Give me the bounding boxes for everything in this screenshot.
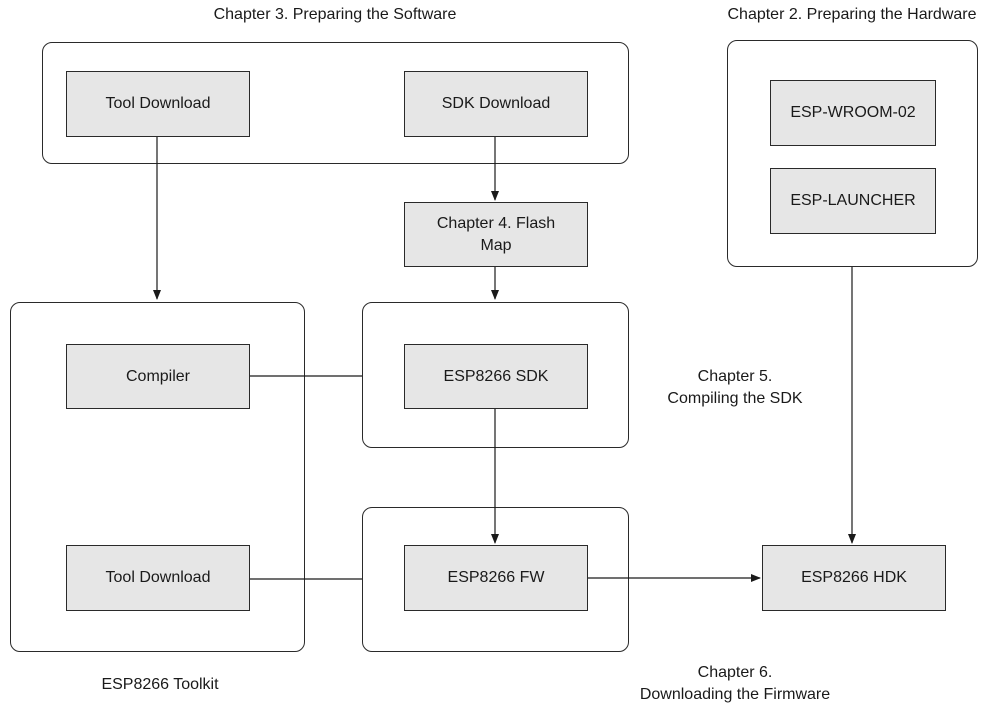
compile-chapter-line2: Compiling the SDK [667,390,803,407]
software-chapter-label: Chapter 3. Preparing the Software [213,6,457,23]
compile-chapter-label: Chapter 5. Compiling the SDK [640,366,830,410]
esp8266-hdk-box: ESP8266 HDK [762,545,946,611]
download-chapter-label: Chapter 6. Downloading the Firmware [610,662,860,706]
hardware-chapter-label: Chapter 2. Preparing the Hardware [727,6,977,23]
tool-download-box-bottom: Tool Download [66,545,250,611]
flash-map-line1: Chapter 4. Flash [436,214,556,232]
esp-launcher-box: ESP-LAUNCHER [770,168,936,234]
flash-map-line2: Map [480,236,512,254]
compile-chapter-line1: Chapter 5. [697,368,773,385]
sdk-download-box: SDK Download [404,71,588,137]
esp8266-fw-box: ESP8266 FW [404,545,588,611]
tool-download-box-top: Tool Download [66,71,250,137]
download-chapter-line1: Chapter 6. [697,664,773,681]
flash-map-box: Chapter 4. Flash Map [404,202,588,267]
esp8266-sdk-box: ESP8266 SDK [404,344,588,409]
compiler-box: Compiler [66,344,250,409]
download-chapter-line2: Downloading the Firmware [639,686,831,703]
toolkit-label: ESP8266 Toolkit [101,676,219,693]
esp-wroom-box: ESP-WROOM-02 [770,80,936,146]
